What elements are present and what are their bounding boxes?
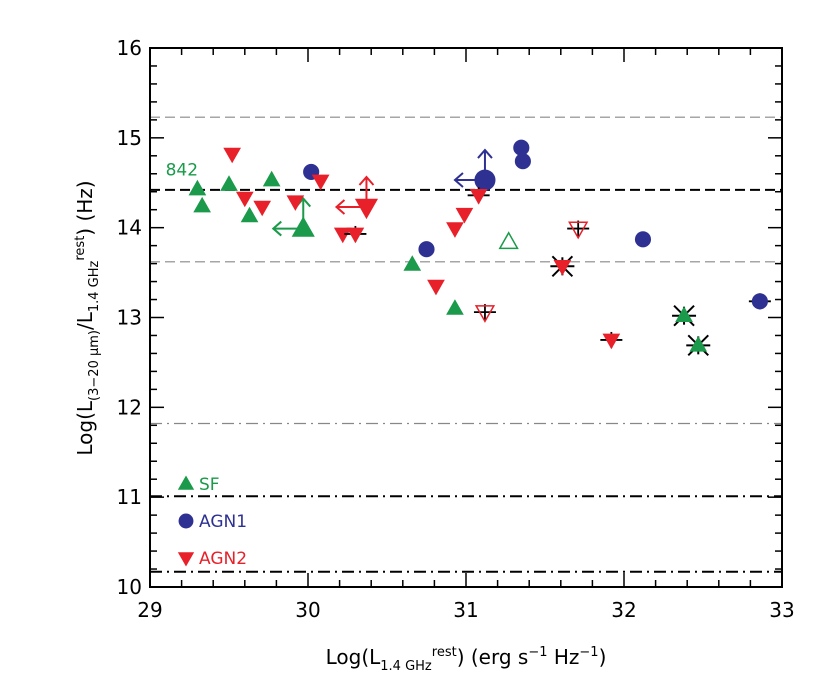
x-tick-label: 32: [611, 598, 636, 622]
series-agn1: [303, 139, 771, 310]
sf-point: [240, 206, 259, 223]
legend-marker-agn2: [177, 552, 195, 567]
y-tick-label: 12: [117, 395, 142, 419]
agn2-point: [346, 227, 365, 244]
agn2-point: [311, 174, 330, 191]
y-tick-label: 13: [117, 306, 142, 330]
y-tick-label: 15: [117, 126, 142, 150]
sf-point: [188, 179, 207, 196]
agn1-point: [514, 153, 531, 170]
tick-labels: 29 30 31 32 33 10 11 12 13 14 15 16: [117, 36, 795, 622]
annotations: 842: [166, 160, 198, 180]
sf-point: [220, 175, 238, 191]
arrow-up-head: [477, 148, 493, 159]
legend-marker-sf: [177, 475, 195, 490]
legend-label-sf: SF: [199, 475, 220, 495]
annotation-label: 842: [166, 160, 198, 180]
sf-point: [675, 306, 693, 322]
x-tick-label: 33: [769, 598, 794, 622]
legend-marker-agn1: [178, 513, 194, 529]
axis-ticks: [149, 47, 783, 588]
sf-point: [193, 196, 211, 213]
agn2-point: [446, 222, 464, 238]
agn1-point: [634, 231, 652, 248]
agn2-point: [602, 333, 621, 350]
agn2-point: [553, 260, 572, 276]
agn2-point: [235, 191, 254, 208]
x-tick-label: 29: [137, 598, 162, 622]
y-tick-label: 11: [117, 485, 142, 509]
agn2-point: [223, 147, 241, 164]
agn2-point: [568, 221, 589, 240]
data-points: [188, 139, 771, 357]
y-axis-title: Log(L(3−20 μm)/L1.4 GHzrest) (Hz): [73, 180, 102, 455]
arrow-left-head: [271, 220, 282, 237]
sf-point: [262, 170, 281, 187]
reference-lines: [150, 116, 782, 573]
agn2-point: [474, 305, 496, 323]
sf-point: [498, 231, 519, 250]
agn2-point: [253, 200, 272, 217]
legend-label-agn2: AGN2: [199, 549, 247, 569]
agn1-point: [418, 241, 435, 258]
agn1-point: [751, 293, 768, 310]
limit-arrows: [453, 148, 493, 188]
x-axis-title: Log(L1.4 GHzrest) (erg s−1 Hz−1): [326, 645, 607, 674]
y-tick-label: 10: [117, 575, 142, 599]
limit-arrows: [334, 175, 375, 215]
sf-point: [689, 336, 708, 352]
arrow-left-head: [453, 172, 464, 188]
series-agn2: [223, 147, 623, 350]
agn1-point: [513, 139, 530, 156]
arrow-left-head: [334, 199, 346, 215]
agn2-point: [333, 227, 352, 244]
y-tick-label: 16: [117, 36, 142, 60]
x-tick-label: 31: [453, 598, 478, 622]
sf-point: [403, 255, 422, 271]
error-bar: [567, 220, 590, 237]
agn2-point: [427, 279, 445, 296]
series-sf: [188, 170, 711, 357]
error-bar: [473, 304, 496, 321]
agn2-point: [455, 207, 474, 224]
arrow-up-head: [358, 175, 375, 186]
agn2-point: [469, 189, 488, 205]
agn2-point: [286, 195, 305, 211]
x-tick-label: 30: [295, 598, 320, 622]
sf-point: [446, 299, 464, 315]
y-tick-label: 14: [117, 216, 142, 240]
legend-label-agn1: AGN1: [199, 512, 247, 532]
agn2-point: [354, 198, 379, 220]
